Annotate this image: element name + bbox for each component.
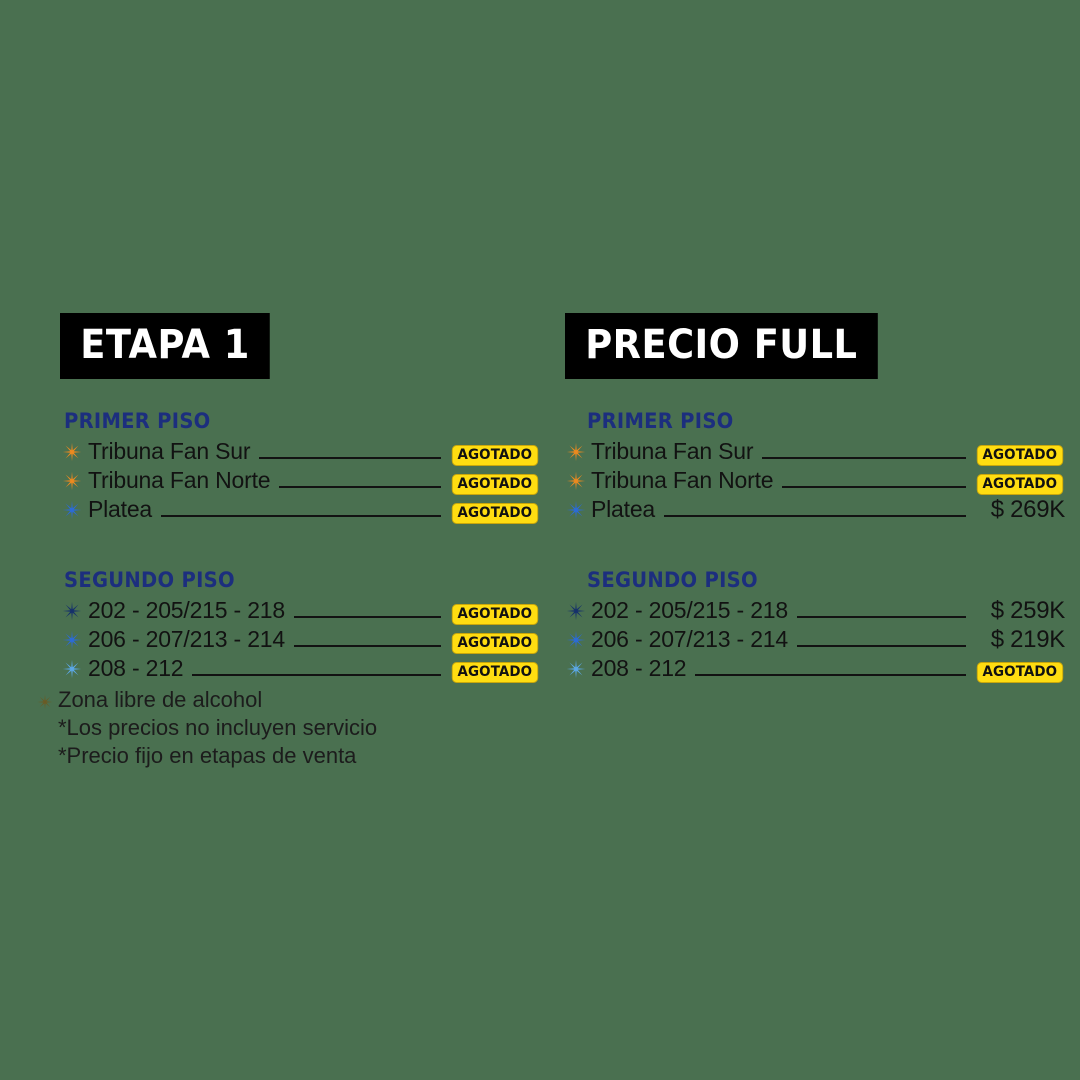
price-row-label: 202 - 205/215 - 218: [591, 597, 788, 623]
leader-line: [192, 674, 441, 676]
price-row-value: AGOTADO: [973, 445, 1065, 466]
price-row[interactable]: 202 - 205/215 - 218 AGOTADO: [60, 596, 540, 625]
price-value: $ 269K: [990, 496, 1066, 523]
price-row[interactable]: Tribuna Fan Sur AGOTADO: [565, 437, 1065, 466]
status-badge: AGOTADO: [452, 474, 539, 495]
status-badge: AGOTADO: [452, 445, 539, 466]
note-text: *Precio fijo en etapas de venta: [58, 743, 357, 768]
leader-line: [293, 616, 441, 618]
price-row-value: AGOTADO: [448, 604, 540, 625]
star-icon: [60, 470, 84, 492]
price-row-label: 208 - 212: [88, 655, 184, 681]
price-row-label: Platea: [88, 496, 153, 522]
star-icon: [565, 658, 587, 680]
price-row-value: AGOTADO: [448, 474, 540, 495]
star-icon: [60, 658, 84, 680]
leader-line: [796, 645, 966, 647]
leader-line: [161, 515, 441, 517]
note-text: Zona libre de alcohol: [58, 687, 263, 712]
leader-line: [259, 457, 441, 459]
price-row-value: AGOTADO: [973, 662, 1065, 683]
leader-line: [695, 674, 966, 676]
leader-line: [782, 486, 966, 488]
price-row-value: $ 259K: [973, 596, 1066, 625]
floor-label: SEGUNDO PISO: [64, 568, 235, 592]
price-row-value: AGOTADO: [973, 474, 1065, 495]
status-badge: AGOTADO: [452, 633, 539, 654]
price-row-label: 206 - 207/213 - 214: [88, 626, 285, 652]
star-icon: [565, 629, 587, 651]
price-row[interactable]: Platea $ 269K: [565, 495, 1065, 524]
note-item: Zona libre de alcohol: [36, 686, 496, 714]
price-value: $ 219K: [990, 626, 1066, 653]
price-row-value: AGOTADO: [448, 503, 540, 524]
leader-line: [762, 457, 966, 459]
status-badge: AGOTADO: [452, 604, 539, 625]
star-icon: [60, 629, 84, 651]
status-badge: AGOTADO: [977, 474, 1064, 495]
leader-line: [293, 645, 441, 647]
star-icon: [60, 600, 84, 622]
status-badge: AGOTADO: [452, 503, 539, 524]
price-row-label: 206 - 207/213 - 214: [591, 626, 788, 652]
price-row-label: Tribuna Fan Norte: [591, 467, 774, 493]
price-row-label: Tribuna Fan Norte: [88, 467, 271, 493]
price-row-label: Tribuna Fan Sur: [88, 438, 251, 464]
price-row-label: 202 - 205/215 - 218: [88, 597, 285, 623]
price-row[interactable]: 202 - 205/215 - 218 $ 259K: [565, 596, 1065, 625]
status-badge: AGOTADO: [977, 662, 1064, 683]
price-row[interactable]: 208 - 212 AGOTADO: [565, 654, 1065, 683]
price-row[interactable]: 206 - 207/213 - 214 $ 219K: [565, 625, 1065, 654]
price-row-value: AGOTADO: [448, 662, 540, 683]
price-row[interactable]: Platea AGOTADO: [60, 495, 540, 524]
note-item: *Precio fijo en etapas de venta: [36, 742, 496, 770]
column-title-chip: ETAPA 1: [60, 313, 271, 379]
floor-label: PRIMER PISO: [587, 409, 734, 433]
price-row-label: Platea: [591, 496, 656, 522]
column-title-chip: PRECIO FULL: [565, 313, 878, 379]
price-row-value: $ 269K: [973, 495, 1066, 524]
star-icon: [565, 499, 587, 521]
leader-line: [664, 515, 966, 517]
star-icon: [565, 441, 587, 463]
star-icon: [60, 441, 84, 463]
price-row[interactable]: 208 - 212 AGOTADO: [60, 654, 540, 683]
price-row-value: $ 219K: [973, 625, 1066, 654]
price-row[interactable]: Tribuna Fan Sur AGOTADO: [60, 437, 540, 466]
floor-label: SEGUNDO PISO: [587, 568, 758, 592]
note-text: *Los precios no incluyen servicio: [58, 715, 378, 740]
star-icon: [36, 693, 54, 711]
leader-line: [279, 486, 441, 488]
price-row[interactable]: Tribuna Fan Norte AGOTADO: [60, 466, 540, 495]
star-icon: [60, 499, 84, 521]
star-icon: [565, 470, 587, 492]
status-badge: AGOTADO: [977, 445, 1064, 466]
price-row-value: AGOTADO: [448, 445, 540, 466]
notes-block: Zona libre de alcohol *Los precios no inc…: [36, 686, 496, 770]
price-row[interactable]: 206 - 207/213 - 214 AGOTADO: [60, 625, 540, 654]
note-item: *Los precios no incluyen servicio: [36, 714, 496, 742]
floor-label: PRIMER PISO: [64, 409, 211, 433]
price-row-label: 208 - 212: [591, 655, 687, 681]
price-value: $ 259K: [990, 597, 1066, 624]
leader-line: [796, 616, 966, 618]
status-badge: AGOTADO: [452, 662, 539, 683]
price-row-value: AGOTADO: [448, 633, 540, 654]
star-icon: [565, 600, 587, 622]
price-row[interactable]: Tribuna Fan Norte AGOTADO: [565, 466, 1065, 495]
price-row-label: Tribuna Fan Sur: [591, 438, 754, 464]
